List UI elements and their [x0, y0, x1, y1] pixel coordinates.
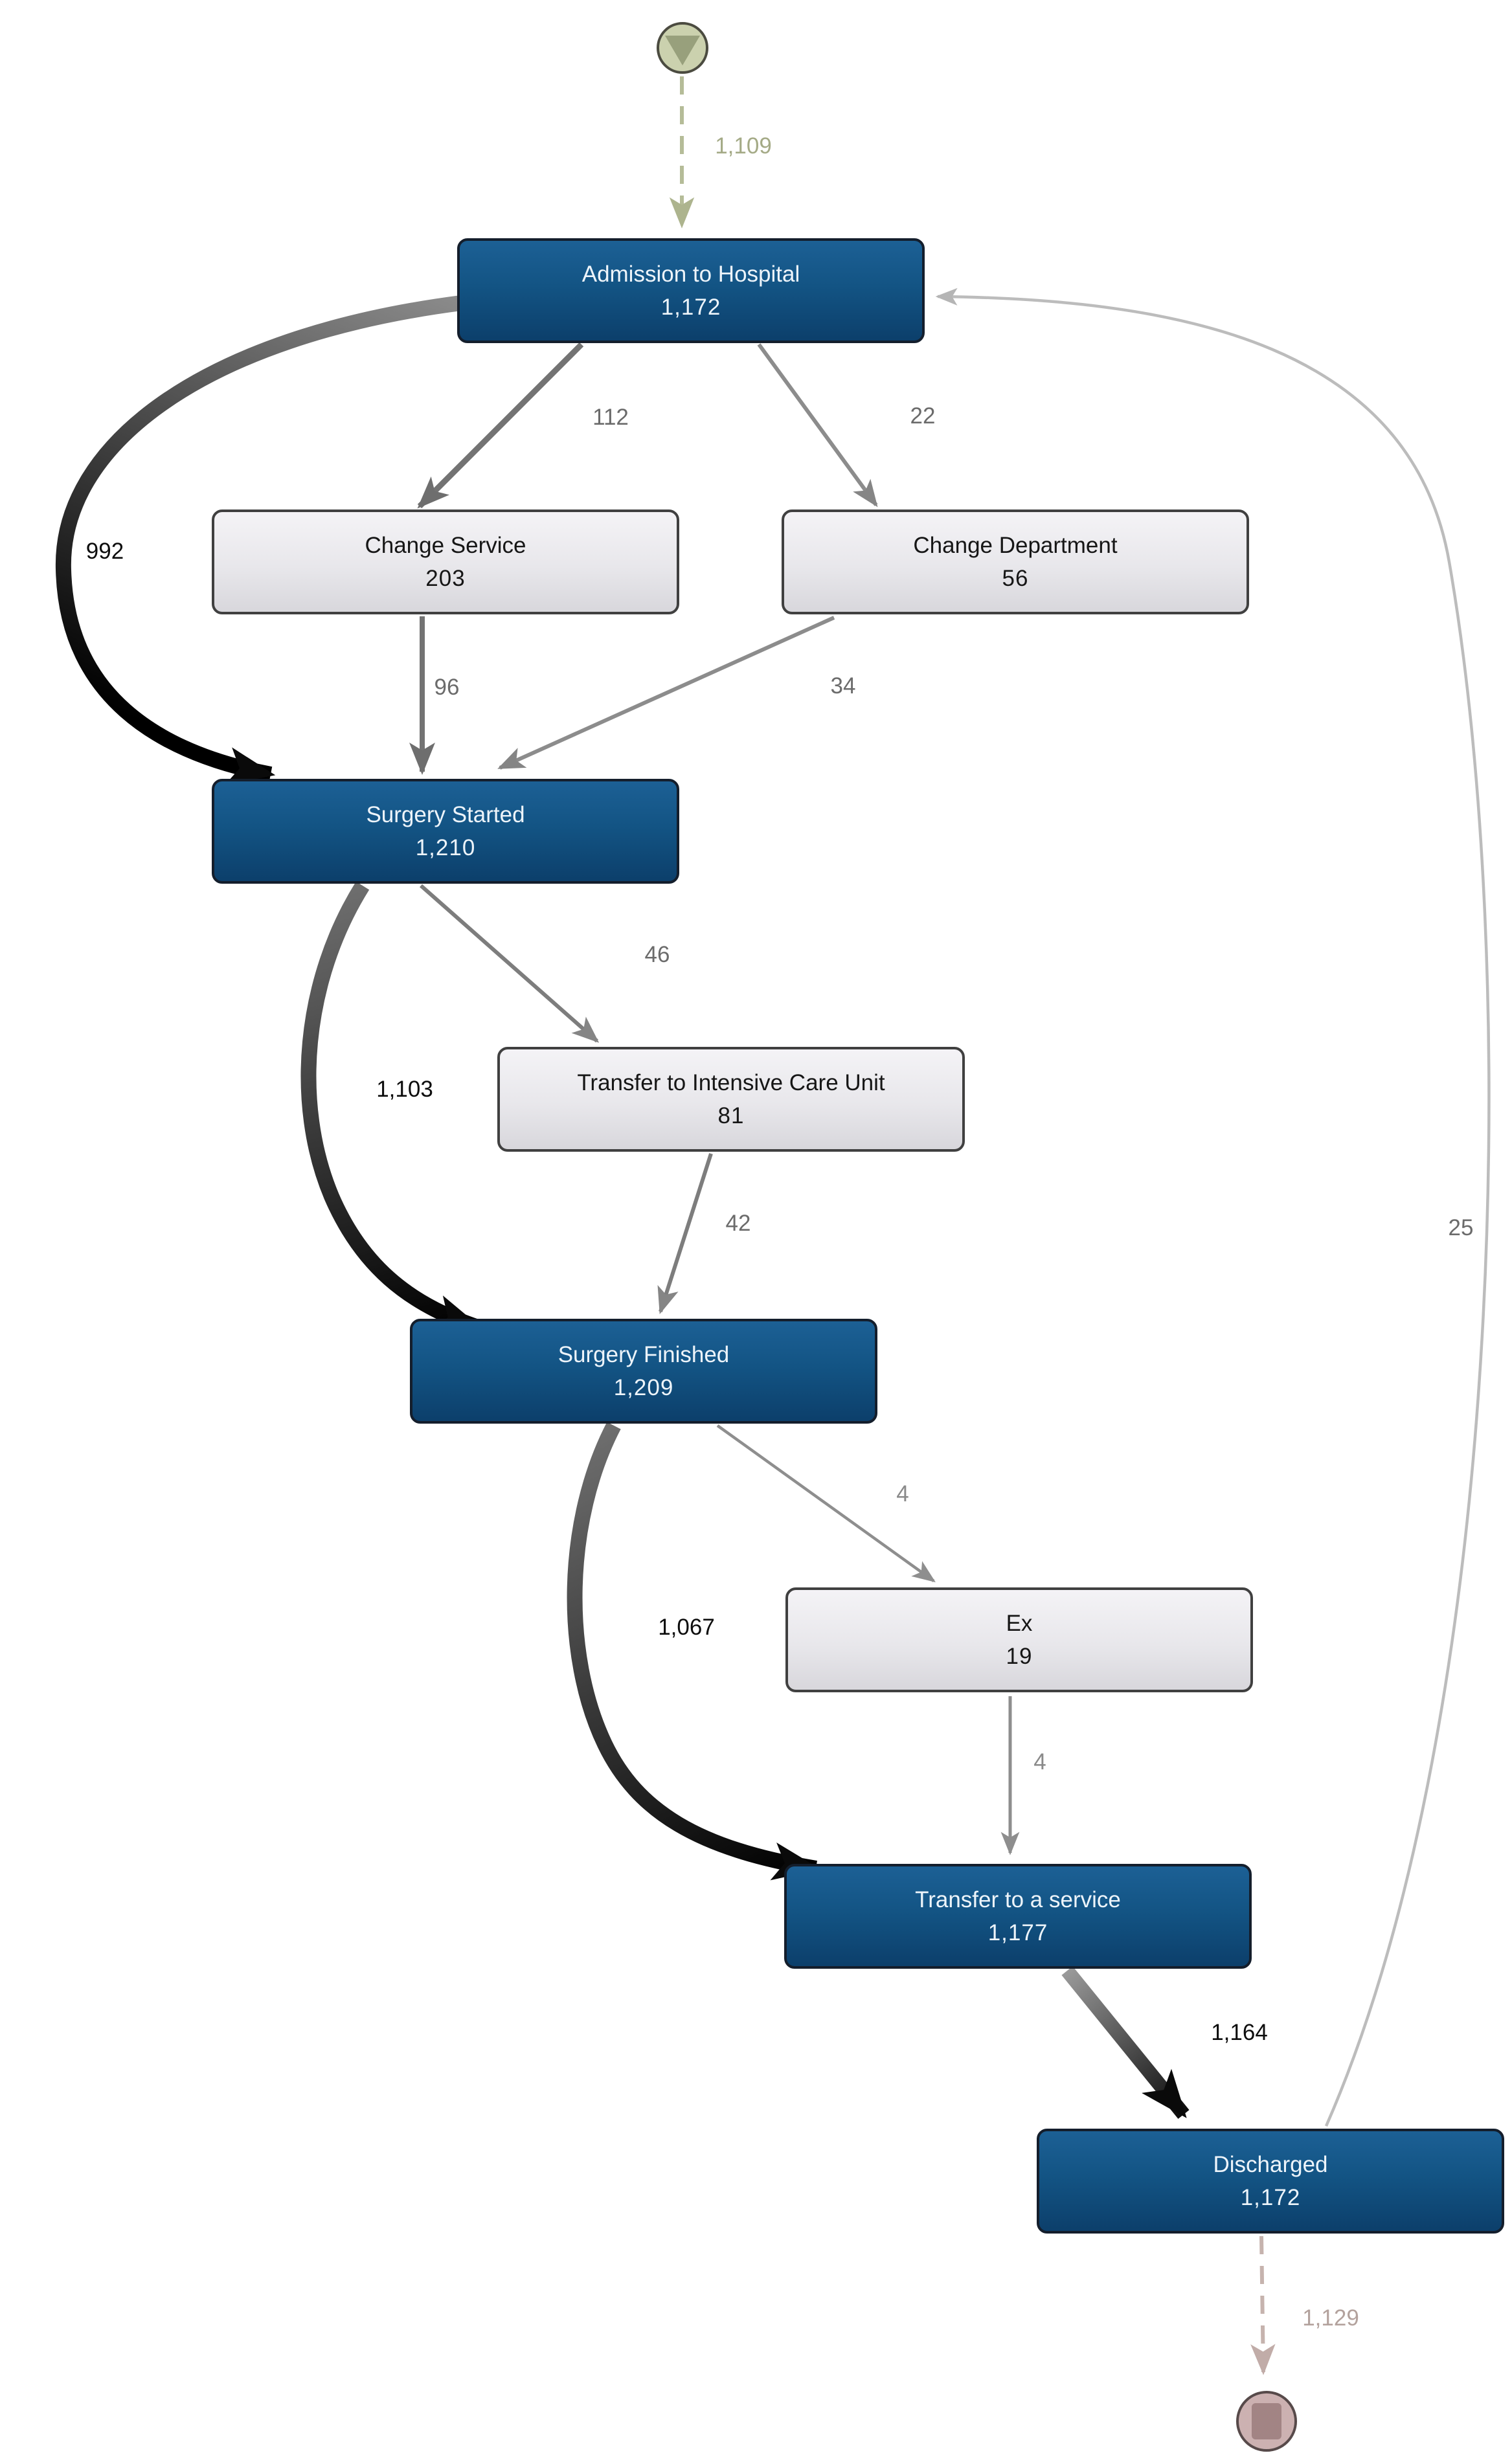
node-count: 1,210	[415, 835, 476, 860]
node-count: 1,209	[613, 1375, 674, 1400]
edge-label-start-admission: 1,109	[715, 133, 772, 159]
edge-icu-to-surgery-finished[interactable]	[657, 1153, 713, 1315]
node-surgery-finished[interactable]: Surgery Finished 1,209	[410, 1319, 877, 1424]
start-node[interactable]	[657, 22, 708, 74]
edge-label-discharged-admission-loop: 25	[1448, 1215, 1474, 1240]
edge-change-department-to-surgery-started[interactable]	[497, 616, 835, 770]
edge-label-discharged-end: 1,129	[1302, 2305, 1359, 2331]
edge-label-transfer-service-discharged: 1,164	[1211, 2020, 1268, 2045]
node-change-service[interactable]: Change Service 203	[212, 510, 679, 614]
node-change-department[interactable]: Change Department 56	[782, 510, 1249, 614]
edge-surgery-started-to-surgery-finished[interactable]	[300, 881, 483, 1335]
node-count: 1,172	[660, 295, 721, 320]
node-admission-to-hospital[interactable]: Admission to Hospital 1,172	[457, 238, 925, 343]
edge-surgery-started-to-icu[interactable]	[420, 884, 600, 1043]
node-count: 19	[1006, 1644, 1033, 1669]
node-transfer-to-intensive-care-unit[interactable]: Transfer to Intensive Care Unit 81	[497, 1047, 965, 1152]
edge-label-admission-change-department: 22	[910, 403, 936, 429]
node-label: Admission to Hospital	[581, 262, 800, 287]
edge-discharged-to-admission[interactable]	[935, 287, 1491, 2127]
node-transfer-to-a-service[interactable]: Transfer to a service 1,177	[784, 1864, 1252, 1969]
end-square-icon	[1252, 2403, 1281, 2439]
node-label: Transfer to Intensive Care Unit	[577, 1070, 885, 1095]
edge-label-change-department-surgery-started: 34	[830, 673, 856, 699]
node-label: Surgery Started	[366, 802, 525, 827]
node-surgery-started[interactable]: Surgery Started 1,210	[212, 779, 679, 884]
node-count: 56	[1002, 566, 1029, 591]
edge-surgery-finished-to-transfer-service[interactable]	[567, 1422, 821, 1881]
node-label: Change Department	[913, 533, 1118, 558]
node-label: Ex	[1006, 1611, 1033, 1636]
edge-label-surgery-started-icu: 46	[644, 942, 670, 967]
node-label: Surgery Finished	[558, 1342, 730, 1367]
edge-discharged-to-end[interactable]	[1250, 2235, 1276, 2375]
edge-label-admission-change-service: 112	[592, 405, 629, 430]
start-triangle-icon	[665, 36, 700, 65]
edge-label-admission-surgery-started: 992	[85, 539, 124, 564]
edge-label-icu-surgery-finished: 42	[725, 1211, 751, 1236]
edge-label-surgery-finished-ex: 4	[896, 1481, 909, 1506]
node-count: 81	[717, 1103, 745, 1128]
edge-label-ex-transfer-service: 4	[1033, 1749, 1046, 1775]
node-count: 1,172	[1240, 2185, 1301, 2210]
edge-admission-to-change-department[interactable]	[757, 343, 878, 508]
edge-label-surgery-started-surgery-finished: 1,103	[376, 1077, 433, 1102]
node-label: Transfer to a service	[915, 1887, 1121, 1912]
edge-admission-to-change-service[interactable]	[417, 342, 584, 509]
node-label: Discharged	[1213, 2152, 1328, 2177]
node-ex[interactable]: Ex 19	[785, 1587, 1253, 1692]
edge-transfer-service-to-discharged[interactable]	[1061, 1966, 1190, 2119]
edge-admission-to-surgery-started[interactable]	[55, 295, 462, 785]
edge-label-surgery-finished-transfer-service: 1,067	[658, 1615, 715, 1640]
node-label: Change Service	[365, 533, 526, 558]
end-node[interactable]	[1236, 2391, 1297, 2452]
edge-label-change-service-surgery-started: 96	[434, 675, 460, 700]
node-count: 203	[425, 566, 466, 591]
node-count: 1,177	[987, 1920, 1048, 1945]
edge-surgery-finished-to-ex[interactable]	[716, 1424, 936, 1583]
node-discharged[interactable]: Discharged 1,172	[1037, 2129, 1504, 2234]
